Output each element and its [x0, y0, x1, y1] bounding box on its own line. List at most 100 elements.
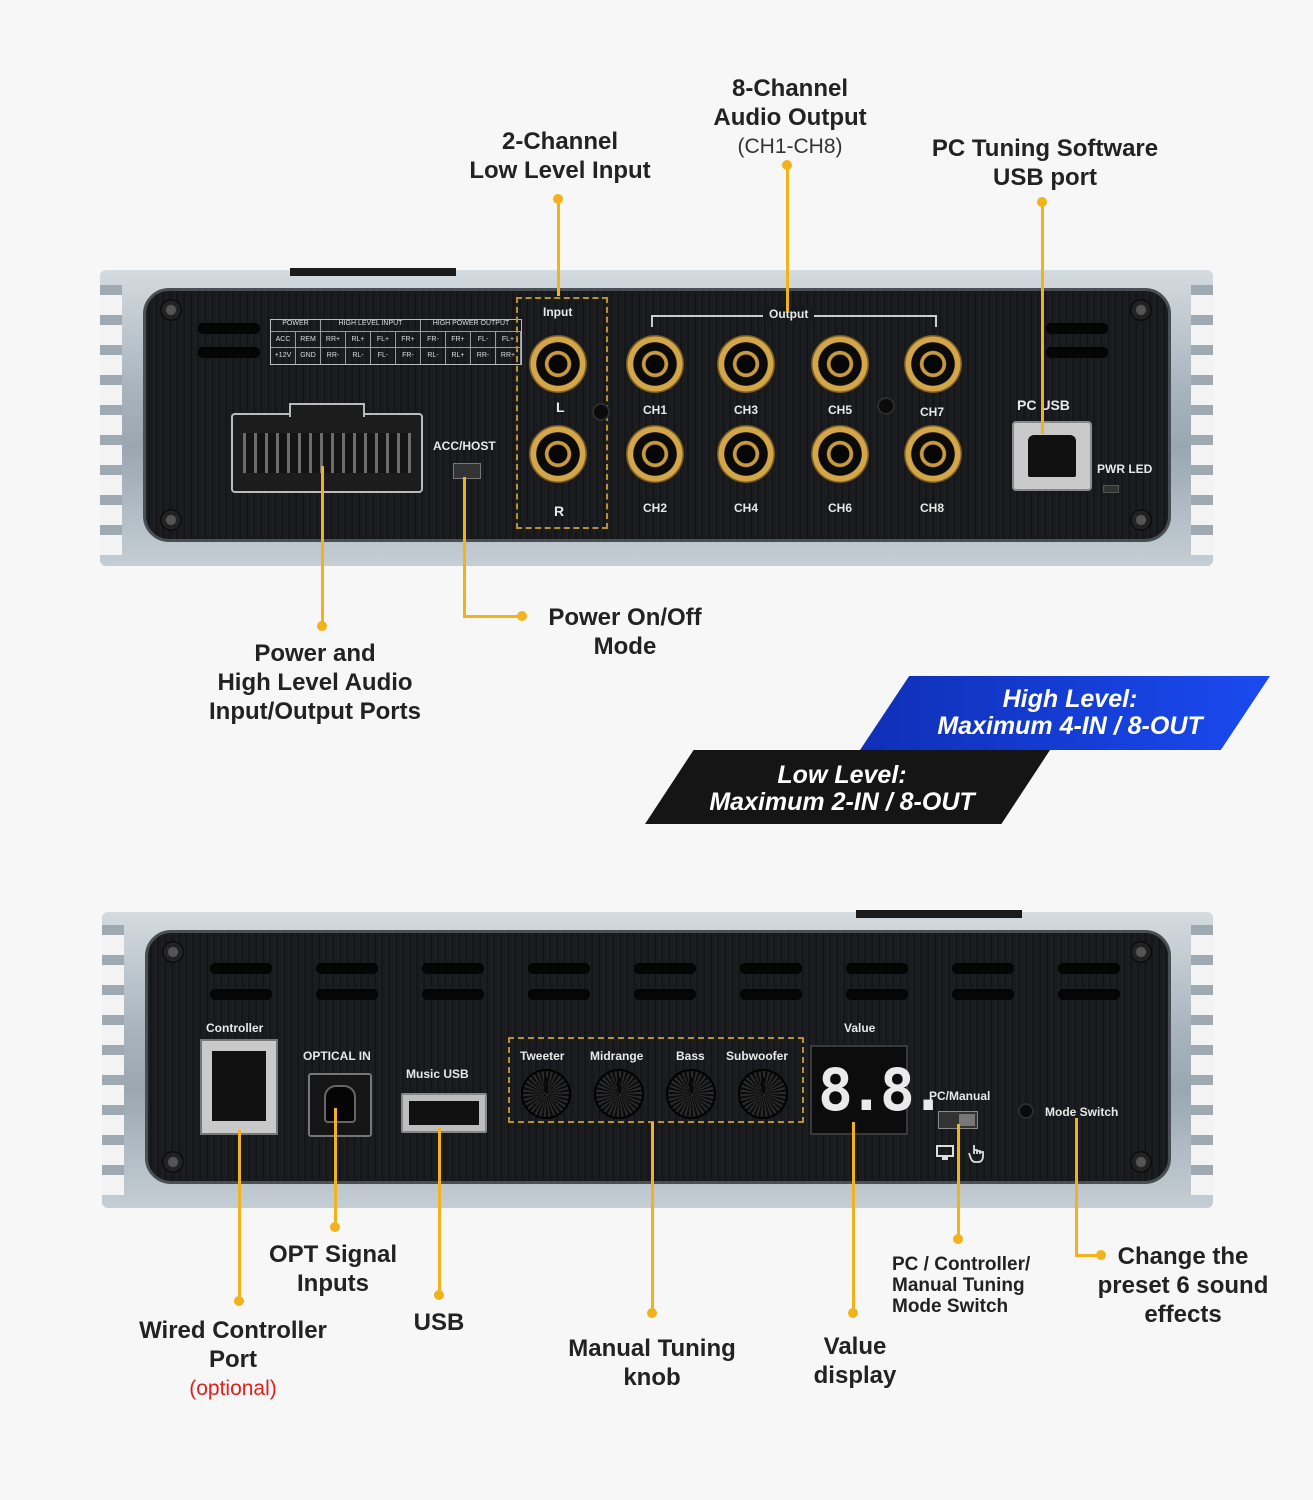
lead-line — [463, 477, 466, 617]
rca-output-ch8[interactable] — [904, 425, 962, 483]
ch4-label: CH4 — [734, 501, 759, 515]
midrange-knob[interactable] — [596, 1071, 642, 1117]
vent-slot — [846, 989, 908, 1000]
rca-output-ch4[interactable] — [717, 425, 775, 483]
screw — [162, 1151, 184, 1173]
rca-output-ch2[interactable] — [626, 425, 684, 483]
bottom-front-panel: Controller OPTICAL IN Music USB Tweeter … — [145, 930, 1171, 1184]
lead-line — [438, 1128, 441, 1294]
pin-cell: FR+ — [396, 332, 421, 347]
mode-switch-button[interactable] — [1018, 1103, 1034, 1119]
top-left-heat-fins — [100, 285, 122, 555]
pin-cell: FR- — [421, 332, 446, 347]
lead-line — [1075, 1118, 1078, 1256]
pwr-led-indicator — [1103, 485, 1119, 493]
callout-text: Change the preset 6 sound effects — [1097, 1243, 1269, 1328]
subwoofer-knob[interactable] — [740, 1071, 786, 1117]
pc-manual-switch[interactable] — [938, 1111, 978, 1129]
vent-slot — [316, 989, 378, 1000]
low-level-banner-text: Low Level: Maximum 2-IN / 8-OUT — [702, 762, 982, 816]
vent-slot — [740, 989, 802, 1000]
vent-slot — [198, 347, 260, 358]
callout-text: PC Tuning Software USB port — [931, 135, 1159, 191]
screw — [162, 941, 184, 963]
low-level-line2: Maximum 2-IN / 8-OUT — [709, 788, 975, 816]
bass-knob[interactable] — [668, 1071, 714, 1117]
vent-slot — [846, 963, 908, 974]
ch7-label: CH7 — [920, 405, 945, 419]
pin-cell: RR+ — [321, 332, 346, 347]
output-label: Output — [763, 307, 815, 321]
vent-slot — [528, 989, 590, 1000]
usb-a-socket — [409, 1101, 479, 1125]
rca-output-ch1[interactable] — [626, 335, 684, 393]
top-front-panel: POWER HIGH LEVEL INPUT HIGH POWER OUTPUT… — [143, 288, 1171, 542]
pin-cell: RR- — [471, 348, 496, 364]
lead-dot — [330, 1222, 340, 1232]
bass-label: Bass — [676, 1049, 705, 1063]
rca-output-ch5[interactable] — [811, 335, 869, 393]
input-r-label: R — [554, 503, 565, 519]
lead-line — [238, 1130, 241, 1300]
callout-subtext: (CH1-CH8) — [737, 135, 843, 158]
rca-input-right[interactable] — [529, 425, 587, 483]
callout-text: Value display — [813, 1333, 897, 1389]
pin-cell: RR+ — [496, 348, 521, 364]
subwoofer-label: Subwoofer — [726, 1049, 788, 1063]
pc-usb-port[interactable] — [1012, 421, 1092, 491]
controller-label: Controller — [206, 1021, 264, 1035]
switch-slider — [959, 1114, 975, 1126]
value-display: 8.8. — [810, 1045, 946, 1135]
pin-cell: ACC — [271, 332, 296, 347]
vent-slot — [198, 323, 260, 334]
low-level-line1: Low Level: — [777, 761, 907, 789]
top-right-heat-fins — [1191, 285, 1213, 555]
optical-in-port[interactable] — [308, 1073, 372, 1137]
pin-cell: FL- — [471, 332, 496, 347]
ground-screw — [877, 397, 895, 415]
vent-slot — [1046, 323, 1108, 334]
lead-line — [321, 466, 324, 624]
rca-output-ch3[interactable] — [717, 335, 775, 393]
lead-dot — [234, 1296, 244, 1306]
tweeter-knob[interactable] — [523, 1071, 569, 1117]
callout-low-level-input: 2-Channel Low Level Input — [455, 127, 665, 185]
callout-tuning-knob: Manual Tuning knob — [545, 1334, 759, 1392]
acc-host-label: ACC/HOST — [433, 439, 496, 453]
callout-power-ports: Power and High Level Audio Input/Output … — [180, 639, 450, 726]
lead-dot — [517, 611, 527, 621]
rca-output-ch7[interactable] — [904, 335, 962, 393]
pin-cell: RL+ — [346, 332, 371, 347]
screw — [1130, 941, 1152, 963]
callout-text: Power On/Off Mode — [548, 604, 702, 660]
ch8-label: CH8 — [920, 501, 945, 515]
low-level-banner — [645, 750, 1050, 824]
rca-input-left[interactable] — [529, 335, 587, 393]
rca-output-ch6[interactable] — [811, 425, 869, 483]
pin-cell: RL+ — [446, 348, 471, 364]
lead-line — [786, 165, 789, 311]
music-usb-label: Music USB — [406, 1067, 469, 1081]
power-harness-connector[interactable] — [231, 403, 423, 493]
value-display-digits: 8.8. — [818, 1056, 946, 1124]
pc-manual-label: PC/Manual — [929, 1089, 991, 1103]
monitor-icon — [936, 1145, 954, 1166]
acc-host-switch[interactable] — [453, 463, 481, 479]
callout-pc-tuning-usb: PC Tuning Software USB port — [915, 134, 1175, 192]
ch6-label: CH6 — [828, 501, 853, 515]
connector-pins — [243, 433, 411, 473]
ground-screw — [592, 403, 610, 421]
music-usb-port[interactable] — [401, 1093, 487, 1133]
vent-slot — [210, 963, 272, 974]
pin-cell: GND — [296, 348, 321, 364]
knob-group-frame — [508, 1037, 804, 1123]
pin-cell: FL+ — [371, 332, 396, 347]
screw — [160, 299, 182, 321]
ch1-label: CH1 — [643, 403, 668, 417]
pin-cell: FL- — [371, 348, 396, 364]
high-level-banner-text: High Level: Maximum 4-IN / 8-OUT — [930, 686, 1210, 740]
controller-rj-port[interactable] — [200, 1039, 278, 1135]
pwr-led-label: PWR LED — [1097, 462, 1153, 476]
connector-latch — [289, 403, 365, 417]
